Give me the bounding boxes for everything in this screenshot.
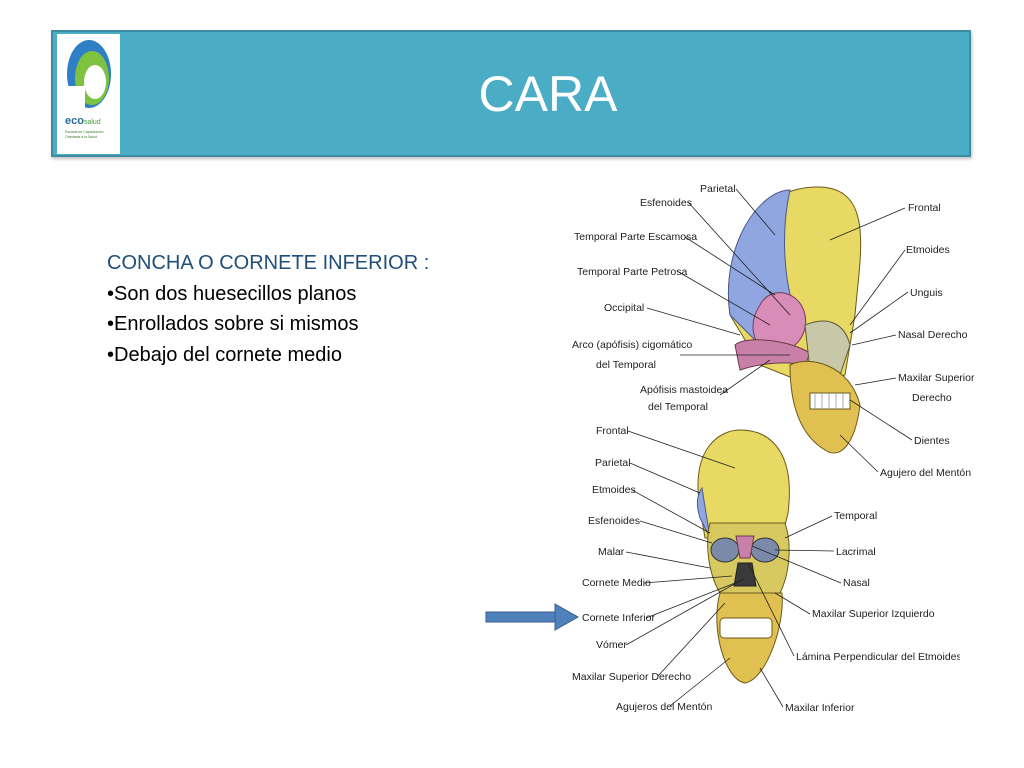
label-maxilar-sup-izq: Maxilar Superior Izquierdo (812, 608, 935, 620)
frontal-leader-lines (625, 430, 842, 708)
label-dientes: Dientes (914, 435, 950, 447)
label-nasal-derecho: Nasal Derecho (898, 329, 968, 341)
lateral-skull-illustration (728, 186, 862, 454)
label-malar: Malar (598, 546, 625, 558)
label-agujero-menton: Agujero del Mentón (880, 467, 971, 479)
label-esfenoides: Esfenoides (640, 197, 692, 209)
label-vomer: Vómer (596, 639, 627, 651)
ecosalud-logo: ecosalud Escuela de Capacitación Orienta… (57, 34, 120, 154)
label-maxilar-sup-1: Maxilar Superior (898, 372, 975, 384)
label-maxilar-inferior: Maxilar Inferior (785, 702, 855, 714)
frontal-labels: Frontal Parietal Etmoides Esfenoides Tem… (572, 425, 960, 714)
label-etmoides: Etmoides (906, 244, 950, 256)
label-apofisis-2: del Temporal (648, 401, 708, 413)
label-temporal-escamosa: Temporal Parte Escamosa (574, 231, 697, 243)
label-esfenoides: Esfenoides (588, 515, 640, 527)
content-heading: CONCHA O CORNETE INFERIOR : (107, 252, 430, 274)
frontal-skull-diagram: Frontal Parietal Etmoides Esfenoides Tem… (572, 425, 960, 714)
title-bar: ecosalud Escuela de Capacitación Orienta… (51, 30, 971, 157)
lateral-leader-lines (646, 188, 913, 473)
bullet-list: CONCHA O CORNETE INFERIOR : Son dos hues… (107, 248, 429, 370)
logo-swirl-icon (65, 40, 111, 108)
label-nasal: Nasal (843, 577, 870, 589)
label-maxilar-sup-der: Maxilar Superior Derecho (572, 671, 691, 683)
slide-title: CARA (478, 66, 618, 122)
label-temporal: Temporal (834, 510, 877, 522)
label-cornete-inferior: Cornete Inferior (582, 612, 655, 624)
label-lacrimal: Lacrimal (836, 546, 876, 558)
label-arco-1: Arco (apófisis) cigomático (572, 339, 692, 351)
label-etmoides: Etmoides (592, 484, 636, 496)
logo-brand: ecosalud (65, 115, 101, 127)
label-arco-2: del Temporal (596, 359, 656, 371)
logo-tagline: Escuela de Capacitación Orientada a la S… (65, 130, 104, 139)
bullet-item: Son dos huesecillos planos (107, 279, 429, 310)
frontal-skull-illustration (696, 429, 790, 684)
bullet-item: Enrollados sobre si mismos (107, 309, 429, 340)
label-apofisis-1: Apófisis mastoidea (640, 384, 728, 396)
pointer-arrow-icon (485, 603, 580, 631)
label-frontal: Frontal (908, 202, 941, 214)
label-parietal: Parietal (595, 457, 631, 469)
label-maxilar-sup-2: Derecho (912, 392, 952, 404)
bullet-item: Debajo del cornete medio (107, 340, 429, 371)
lateral-labels: Parietal Esfenoides Frontal Temporal Par… (572, 183, 975, 479)
label-temporal-petrosa: Temporal Parte Petrosa (577, 266, 687, 278)
label-frontal: Frontal (596, 425, 629, 437)
label-lamina: Lámina Perpendicular del Etmoides (796, 651, 960, 663)
label-parietal: Parietal (700, 183, 736, 195)
label-occipital: Occipital (604, 302, 644, 314)
label-unguis: Unguis (910, 287, 943, 299)
label-cornete-medio: Cornete Medio (582, 577, 651, 589)
lateral-skull-diagram: Parietal Esfenoides Frontal Temporal Par… (572, 183, 975, 479)
label-agujeros-menton: Agujeros del Mentón (616, 701, 712, 713)
